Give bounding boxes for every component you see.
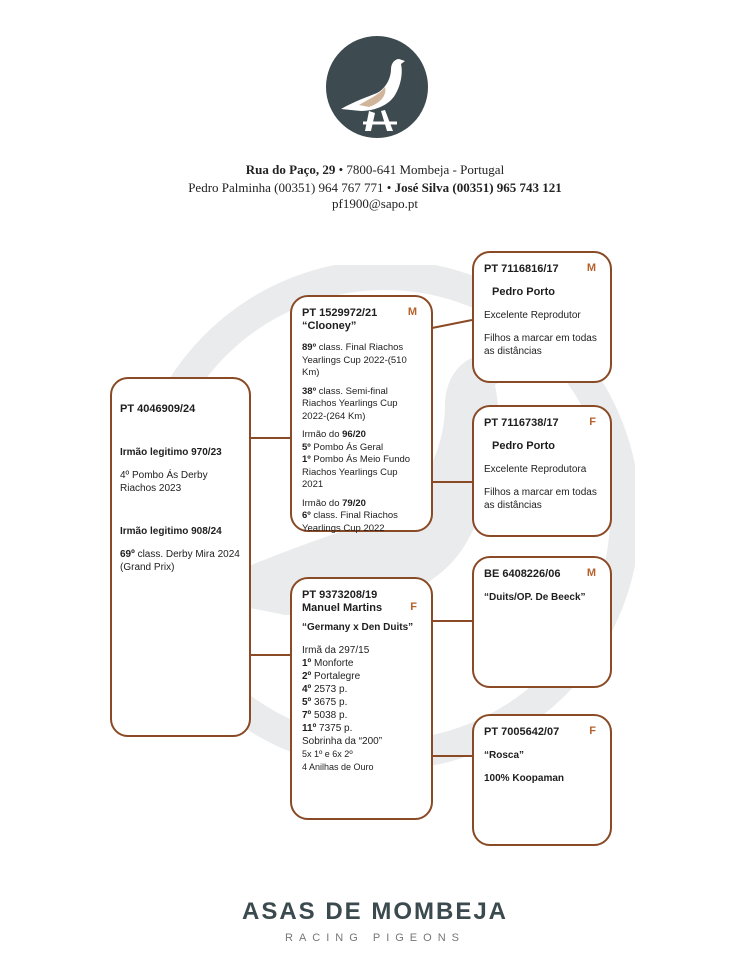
dam-result-item: 5º 3675 p. <box>302 697 348 708</box>
sire-dam-breeder: Pedro Porto <box>492 440 555 452</box>
phone-pedro: Pedro Palminha (00351) 964 767 771 <box>188 180 384 195</box>
phone-line: Pedro Palminha (00351) 964 767 771 • Jos… <box>188 180 562 195</box>
sire-card: PT 1529972/21 M “Clooney” 89º class. Fin… <box>290 295 433 534</box>
sire-dam-ring: PT 7116738/17 <box>484 417 559 429</box>
dam-sex: F <box>410 601 417 613</box>
dam-breeder: Manuel Martins <box>302 602 383 614</box>
dam-results-list: 1º Monforte 2º Portalegre 4º 2573 p. 5º 367… <box>302 657 421 735</box>
sire-dam-desc: Excelente Reprodutora <box>484 464 587 475</box>
phone-jose: José Silva (00351) 965 743 121 <box>394 180 562 195</box>
sibling2-result: 69º class. Derby Mira 2024 (Grand Prix) <box>120 549 240 573</box>
dam-sire-ring: BE 6408226/06 <box>484 568 561 580</box>
brand-tagline: RACING PIGEONS <box>285 932 465 944</box>
sire-sire-desc: Excelente Reprodutor <box>484 310 581 321</box>
dam-dam-ring: PT 7005642/07 <box>484 726 560 738</box>
dam-sire-sex: M <box>586 567 596 579</box>
sibling2-title: Irmão legitimo 908/24 <box>120 526 222 537</box>
sire-dam-sex: F <box>589 416 596 428</box>
subject-ring: PT 4046909/24 <box>120 403 196 415</box>
sire-dam-note: Filhos a marcar em todas as distâncias <box>484 487 597 511</box>
dam-card: PT 9373208/19 F Manuel Martins “Germany … <box>290 577 433 820</box>
dam-result-item: 2º Portalegre <box>302 671 361 682</box>
dam-result-item: 4º 2573 p. <box>302 684 348 695</box>
sire-brother-1: Irmão do 96/20 <box>302 429 366 440</box>
email-line: pf1900@sapo.pt <box>332 196 418 211</box>
subject-card: PT 4046909/24 Irmão legitimo 970/23 4º P… <box>110 377 251 737</box>
sire-result-2: 38º class. Semi-final Riachos Yearlings … <box>302 385 398 422</box>
dam-result-item: 7º 5038 p. <box>302 710 348 721</box>
dam-sire-card: BE 6408226/06 M “Duits/OP. De Beeck” <box>472 556 612 688</box>
pigeon-logo-icon <box>326 36 428 138</box>
sire-brother-2: Irmão do 79/20 <box>302 497 366 509</box>
dam-niece: Sobrinha da “200” <box>302 736 383 747</box>
dam-niece-line2: 4 Anilhas de Ouro <box>302 762 374 772</box>
dam-dam-strain: 100% Koopaman <box>484 773 565 784</box>
dam-sister: Irmã da 297/15 <box>302 645 370 656</box>
address-city: 7800-641 Mombeja - Portugal <box>346 162 505 177</box>
sibling1-result: 4º Pombo Ás Derby Riachos 2023 <box>120 470 208 494</box>
sire-dam-card: PT 7116738/17 F Pedro Porto Excelente Re… <box>472 405 612 537</box>
dam-dam-name: “Rosca” <box>484 750 525 761</box>
sibling1-title: Irmão legitimo 970/23 <box>120 447 222 458</box>
dam-dam-sex: F <box>589 725 596 737</box>
dam-result-item: 11º 7375 p. <box>302 723 353 734</box>
dam-dam-card: PT 7005642/07 F “Rosca” 100% Koopaman <box>472 714 612 846</box>
sire-sire-card: PT 7116816/17 M Pedro Porto Excelente Re… <box>472 251 612 383</box>
dam-result-item: 1º Monforte <box>302 658 354 669</box>
sire-sire-sex: M <box>586 262 596 274</box>
sire-sex: M <box>407 306 417 318</box>
brand-name: ASAS DE MOMBEJA <box>241 898 509 925</box>
sire-sire-ring: PT 7116816/17 <box>484 263 559 275</box>
address-street: Rua do Paço, 29 <box>245 162 336 177</box>
sire-sire-note: Filhos a marcar em todas as distâncias <box>484 333 597 357</box>
dam-niece-line1: 5x 1º e 6x 2º <box>302 749 353 759</box>
address-line: Rua do Paço, 29 • 7800-641 Mombeja - Por… <box>245 162 505 177</box>
dam-sire-strain: “Duits/OP. De Beeck” <box>484 592 586 603</box>
dam-ring: PT 9373208/19 <box>302 589 378 601</box>
dam-strain: “Germany x Den Duits” <box>302 622 414 633</box>
sire-ring: PT 1529972/21 <box>302 307 378 319</box>
sire-name: “Clooney” <box>302 319 357 332</box>
sire-result-1: 89º class. Final Riachos Yearlings Cup 2… <box>302 342 407 378</box>
sire-sire-breeder: Pedro Porto <box>492 286 555 298</box>
